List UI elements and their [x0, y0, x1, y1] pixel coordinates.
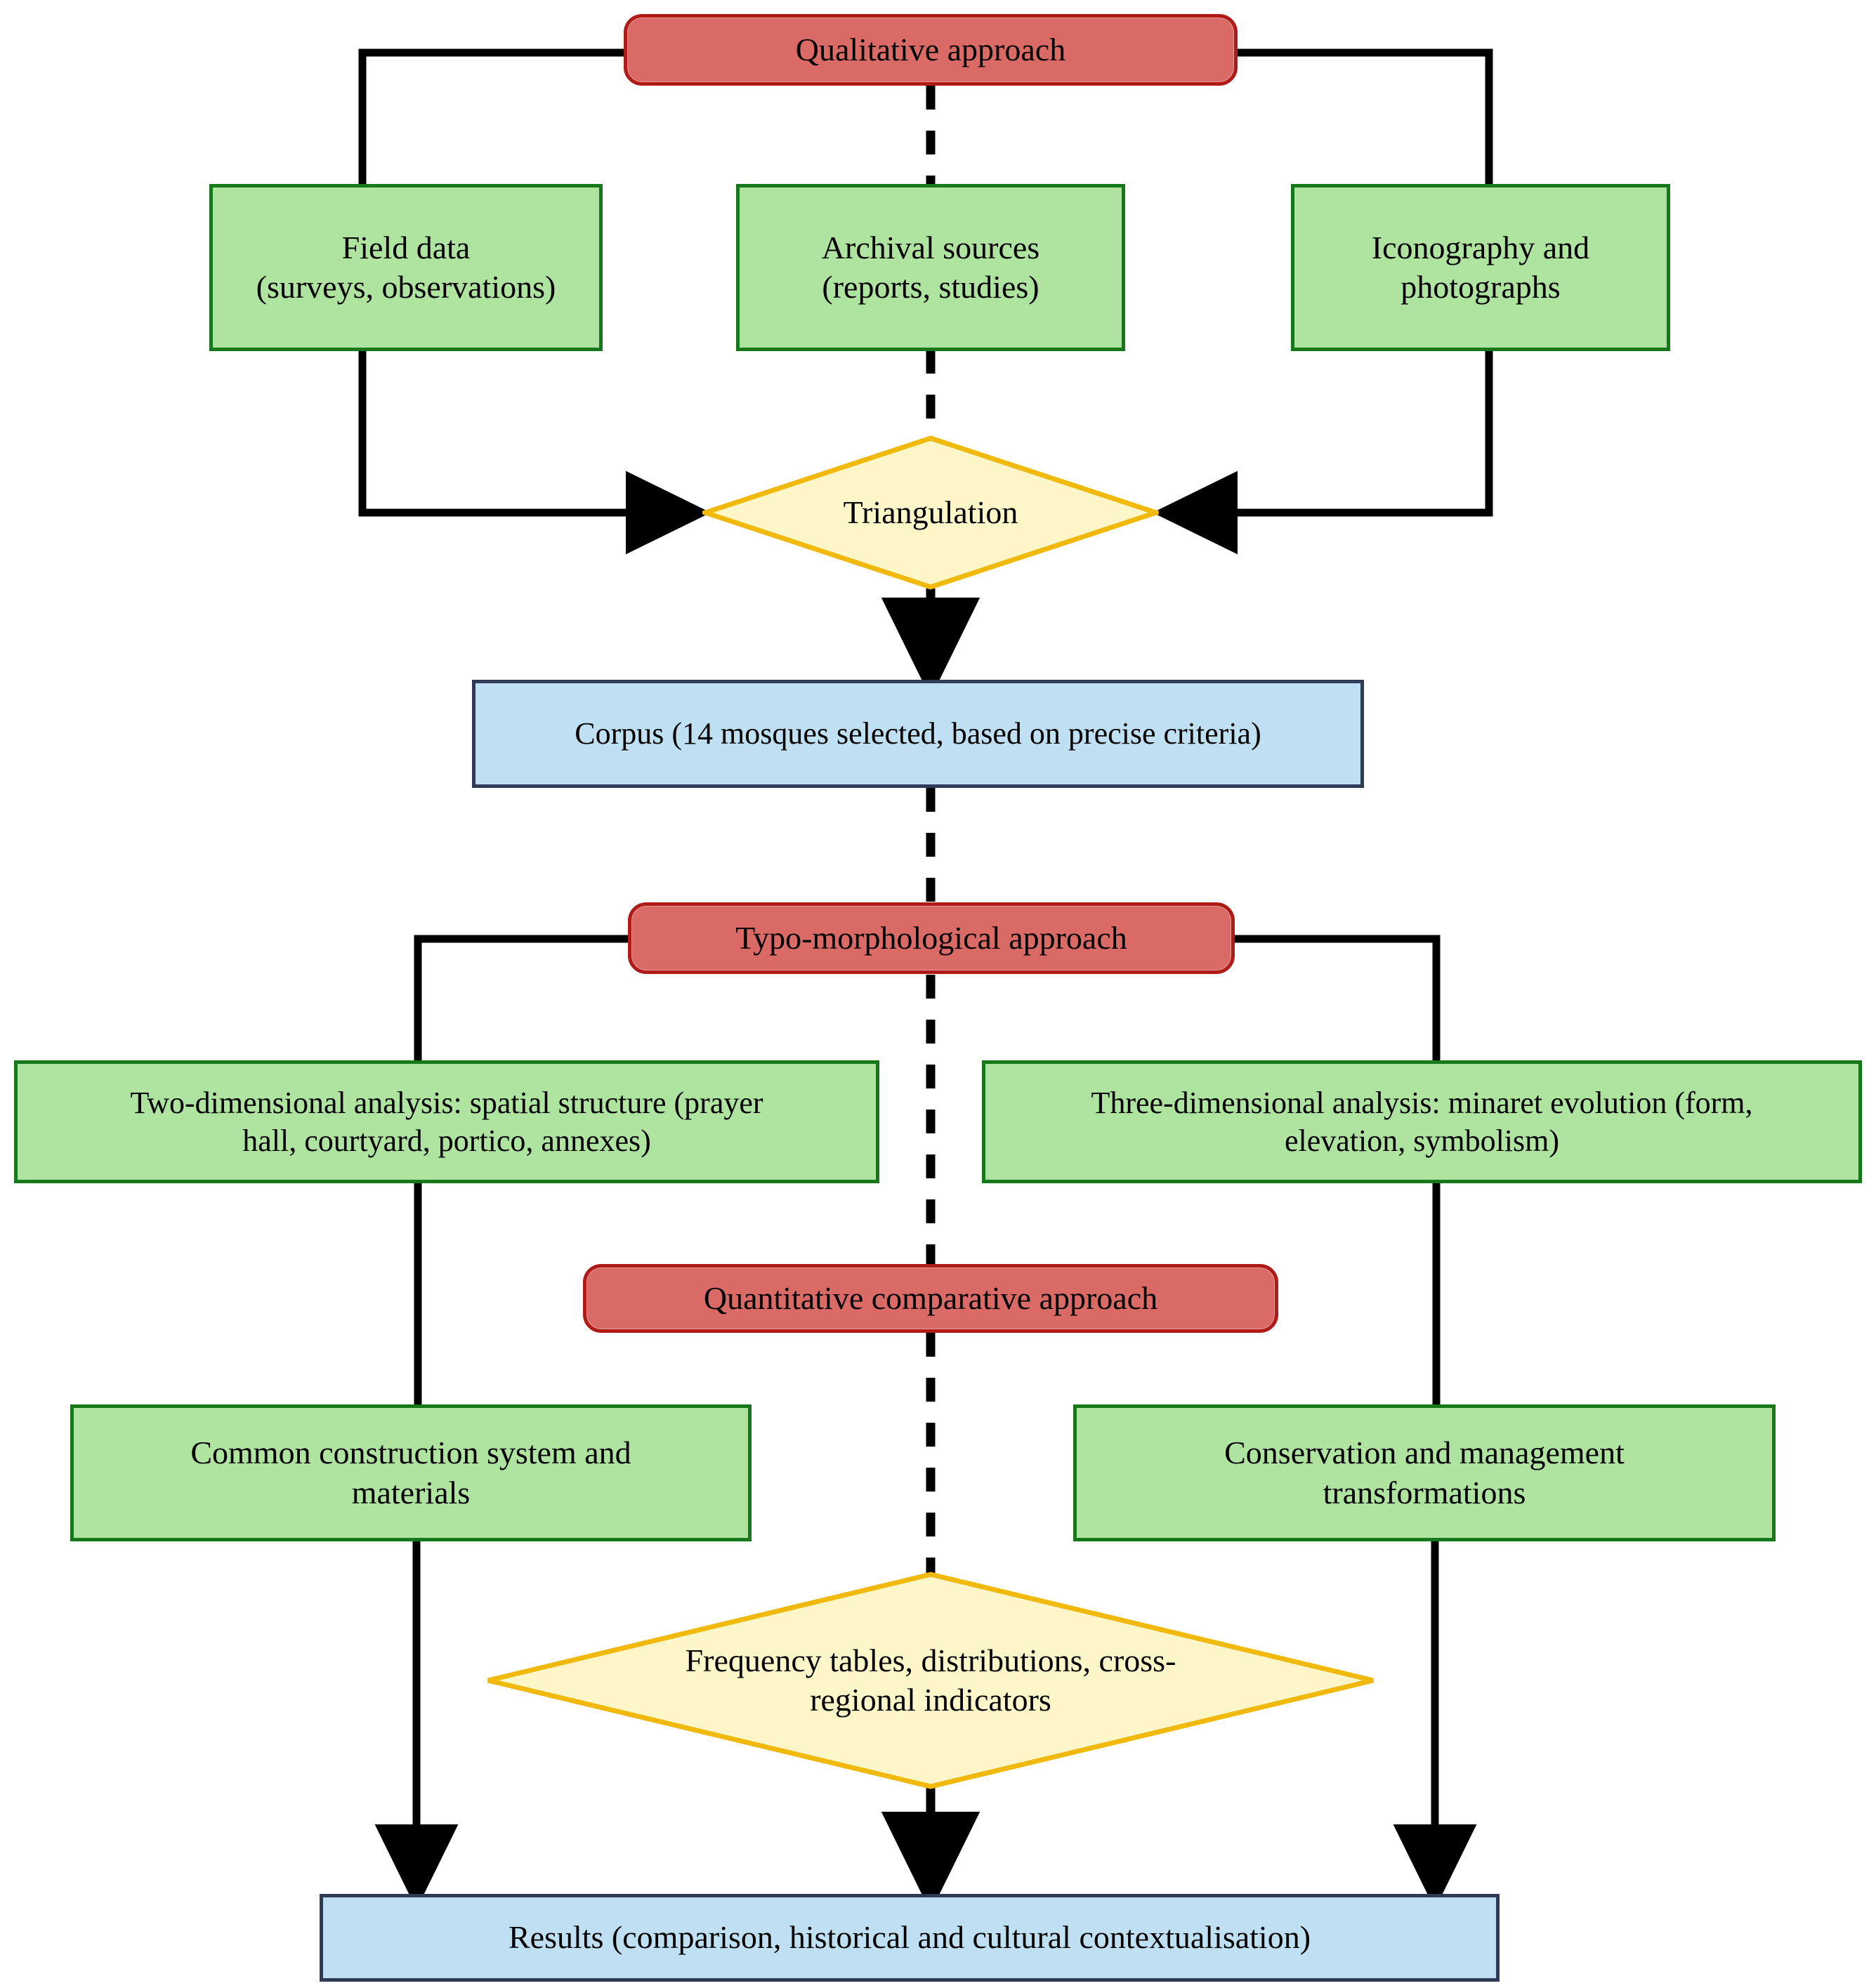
frequency-tables-label-line2: regional indicators — [810, 1682, 1051, 1718]
node-common-construction[interactable]: Common construction system and materials — [70, 1404, 752, 1541]
iconography-photographs-label-line1: Iconography and — [1371, 229, 1590, 265]
quantitative-comparative-approach-label: Quantitative comparative approach — [703, 1279, 1158, 1316]
node-field-data[interactable]: Field data (surveys, observations) — [209, 184, 603, 351]
edge-iconography-to-triangulation — [1153, 350, 1493, 555]
edge-typomorphological-to-3d — [1235, 935, 1441, 1062]
edge-qualitative-to-field-data — [358, 48, 624, 188]
common-construction-label-line1: Common construction system and — [190, 1435, 631, 1471]
qualitative-approach-label: Qualitative approach — [795, 31, 1066, 67]
frequency-tables-diamond-shape — [487, 1572, 1374, 1789]
node-archival-sources[interactable]: Archival sources (reports, studies) — [736, 184, 1125, 351]
frequency-tables-label-line1: Frequency tables, distributions, cross- — [685, 1642, 1176, 1678]
common-construction-label-line2: materials — [351, 1474, 471, 1510]
results-label: Results (comparison, historical and cult… — [508, 1919, 1311, 1956]
node-corpus[interactable]: Corpus (14 mosques selected, based on pr… — [472, 680, 1364, 788]
node-triangulation[interactable]: Triangulation — [702, 435, 1159, 590]
triangulation-label: Triangulation — [843, 494, 1018, 530]
two-dimensional-analysis-label-line2: hall, courtyard, portico, annexes) — [242, 1123, 651, 1158]
archival-sources-label-line1: Archival sources — [821, 229, 1040, 265]
two-dimensional-analysis-label-line1: Two-dimensional analysis: spatial struct… — [130, 1085, 763, 1120]
archival-sources-label-line2: (reports, studies) — [822, 269, 1039, 305]
triangulation-diamond-shape — [702, 435, 1159, 590]
field-data-label-line2: (surveys, observations) — [256, 269, 556, 305]
node-iconography-photographs[interactable]: Iconography and photographs — [1291, 184, 1670, 351]
iconography-photographs-label-line2: photographs — [1401, 269, 1561, 305]
edge-qualitative-to-iconography — [1238, 48, 1493, 188]
three-dimensional-analysis-label-line1: Three-dimensional analysis: minaret evol… — [1091, 1085, 1753, 1120]
node-frequency-tables[interactable]: Frequency tables, distributions, cross- … — [485, 1572, 1377, 1789]
node-qualitative-approach[interactable]: Qualitative approach — [624, 14, 1238, 86]
node-three-dimensional-analysis[interactable]: Three-dimensional analysis: minaret evol… — [982, 1060, 1862, 1183]
typo-morphological-approach-label: Typo-morphological approach — [735, 919, 1127, 956]
conservation-management-label-line1: Conservation and management — [1224, 1435, 1625, 1471]
node-results[interactable]: Results (comparison, historical and cult… — [320, 1894, 1500, 1982]
edge-field-data-to-triangulation — [358, 350, 711, 555]
node-quantitative-comparative-approach[interactable]: Quantitative comparative approach — [583, 1264, 1278, 1333]
conservation-management-label-line2: transformations — [1323, 1474, 1526, 1510]
three-dimensional-analysis-label-line2: elevation, symbolism) — [1284, 1123, 1560, 1158]
node-typo-morphological-approach[interactable]: Typo-morphological approach — [628, 902, 1235, 974]
corpus-label: Corpus (14 mosques selected, based on pr… — [575, 716, 1261, 751]
edge-typomorphological-to-2d — [414, 935, 628, 1062]
node-two-dimensional-analysis[interactable]: Two-dimensional analysis: spatial struct… — [14, 1060, 879, 1183]
field-data-label-line1: Field data — [341, 229, 471, 265]
node-conservation-management[interactable]: Conservation and management transformati… — [1073, 1404, 1776, 1541]
